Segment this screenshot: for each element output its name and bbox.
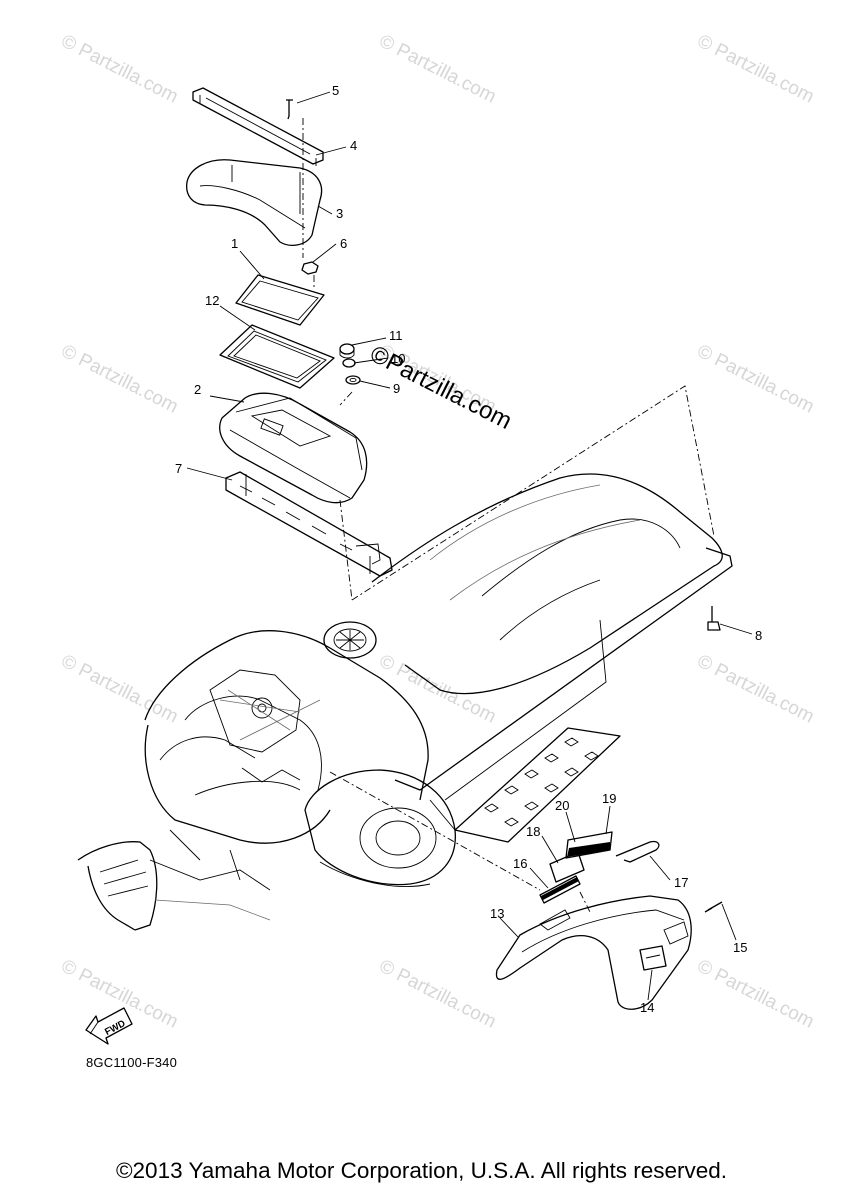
part-12-gasket (219, 324, 335, 389)
callout-1: 1 (231, 236, 238, 251)
callout-17: 17 (674, 875, 688, 890)
watermark-2-2: © Partzilla.com (694, 651, 818, 728)
parts-16-18-19-20-labels (539, 831, 613, 904)
snowmobile-body (77, 473, 733, 931)
callout-9: 9 (393, 381, 400, 396)
leader-lines (186, 91, 753, 1001)
callout-10: 10 (391, 351, 405, 366)
part-14-plate (639, 945, 667, 971)
callout-2: 2 (194, 382, 201, 397)
part-8-bolt (707, 606, 721, 631)
parts-9-10-11-fasteners (339, 343, 361, 385)
callout-5: 5 (332, 83, 339, 98)
watermark-3-1: © Partzilla.com (376, 956, 500, 1033)
callout-3: 3 (336, 206, 343, 221)
watermark-0-1: © Partzilla.com (376, 31, 500, 108)
part-4-bracket (192, 87, 324, 166)
callout-18: 18 (526, 824, 540, 839)
watermark-3-2: © Partzilla.com (694, 956, 818, 1033)
callout-13: 13 (490, 906, 504, 921)
callout-15: 15 (733, 940, 747, 955)
callout-16: 16 (513, 856, 527, 871)
screws (286, 99, 723, 913)
callout-12: 12 (205, 293, 219, 308)
callout-19: 19 (602, 791, 616, 806)
callout-7: 7 (175, 461, 182, 476)
alignment-lines (302, 118, 715, 913)
center-watermark-text: Partzilla.com (381, 348, 516, 434)
callout-8: 8 (755, 628, 762, 643)
fwd-arrow: FWD (85, 1007, 133, 1045)
watermark-1-2: © Partzilla.com (694, 341, 818, 418)
diagram-code: 8GC1100-F340 (86, 1055, 178, 1070)
part-7-bracket (225, 471, 393, 577)
part-17-rod (615, 840, 660, 863)
running-board-holes (484, 737, 599, 827)
callout-20: 20 (555, 798, 569, 813)
watermark-0-0: © Partzilla.com (58, 31, 182, 108)
callout-14: 14 (640, 1000, 654, 1015)
part-2-airbox (219, 392, 368, 504)
part-13-rear-guard (495, 895, 692, 1010)
part-3-cover (186, 159, 323, 246)
callout-4: 4 (350, 138, 357, 153)
part-1-filter (235, 274, 325, 326)
copyright-footer: ©2013 Yamaha Motor Corporation, U.S.A. A… (115, 1158, 728, 1183)
fwd-arrow-label: FWD (103, 1018, 127, 1038)
watermark-1-0: © Partzilla.com (58, 341, 182, 418)
part-6-nut (301, 261, 319, 275)
callout-6: 6 (340, 236, 347, 251)
callout-numbers: 1 2 3 4 5 6 7 8 9 10 11 12 13 14 15 16 1… (175, 83, 762, 1015)
callout-11: 11 (389, 328, 403, 343)
watermark-0-2: © Partzilla.com (694, 31, 818, 108)
